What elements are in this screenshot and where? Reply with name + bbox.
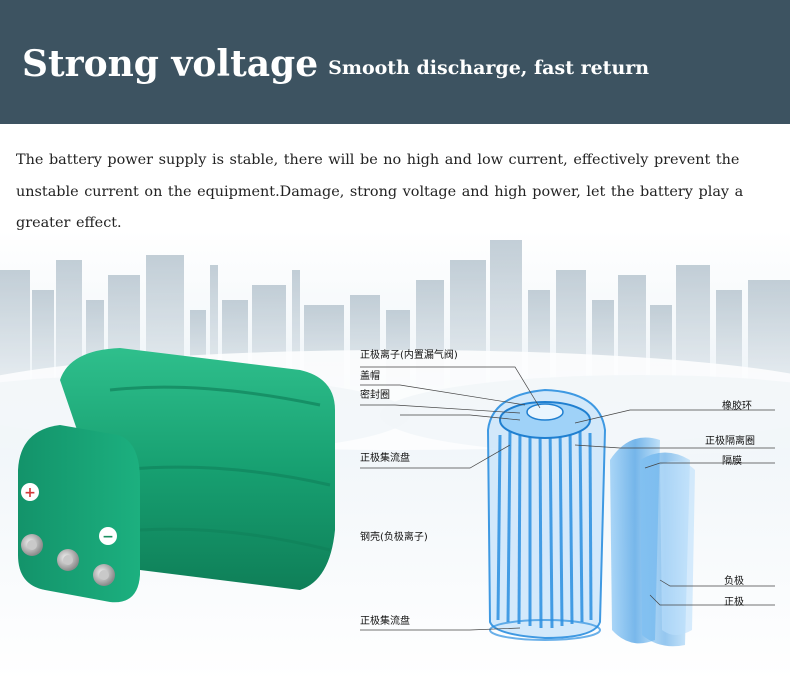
battery-pack: + − [18,348,335,603]
label-steel-shell: 钢壳(负极离子) [360,532,428,543]
label-cap: 盖帽 [360,371,380,382]
label-negative: 负极 [724,576,744,587]
product-scene: + − [0,230,790,681]
header-title: Strong voltage Smooth discharge, fast ret… [22,40,649,92]
label-rubber-ring: 橡胶环 [722,401,752,412]
description-text: The battery power supply is stable, ther… [16,152,744,231]
label-positive-collector-top: 正极集流盘 [360,453,410,464]
plus-icon: + [24,485,36,501]
subtitle-text: Smooth discharge, fast return [328,57,650,79]
header-banner: Strong voltage Smooth discharge, fast ret… [0,0,790,124]
title-text: Strong voltage [22,43,319,85]
scene-illustration: + − [0,230,790,681]
cell-cutaway-diagram [486,388,695,647]
label-seal-ring: 密封圈 [360,390,390,401]
label-positive-ion: 正极离子(内置漏气阀) [360,350,458,361]
leader-lines [360,366,775,631]
label-separator: 隔膜 [722,456,742,467]
label-positive-collector-bottom: 正极集流盘 [360,616,410,627]
minus-icon: − [102,529,114,545]
label-positive-separator-ring: 正极隔离圈 [705,436,755,447]
label-positive: 正极 [724,597,744,608]
